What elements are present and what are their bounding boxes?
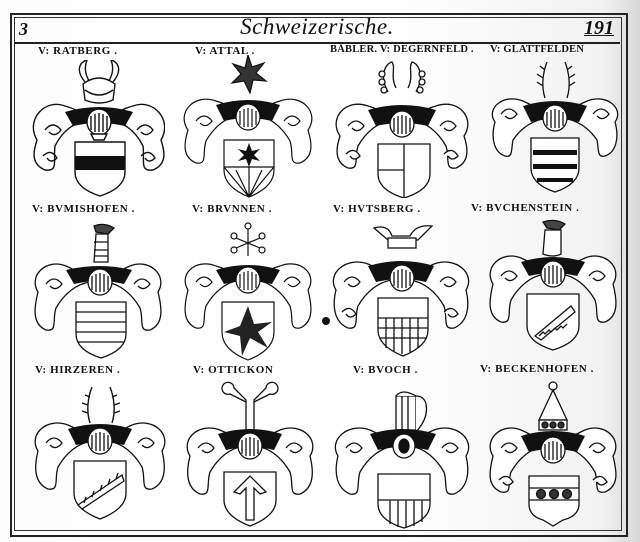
coat-of-arms-hutsberg <box>328 220 473 360</box>
page-frame-inner <box>14 17 622 531</box>
arms-label: V: GLATTFELDEN <box>490 44 585 55</box>
arms-label: V: OTTICKON <box>193 364 274 376</box>
arms-label: BÄBLER. V: DEGERNFELD . <box>330 44 474 55</box>
glattfelden-arms-icon <box>491 61 619 193</box>
arms-label: V: BVOCH . <box>353 364 418 376</box>
arms-label: V: RATBERG . <box>38 45 118 57</box>
bumishofen-arms-icon <box>34 223 162 359</box>
ratberg-arms-icon <box>32 60 165 197</box>
coat-of-arms-degernfeld <box>330 58 470 198</box>
arms-label: V: BVCHENSTEIN . <box>471 202 580 214</box>
coat-of-arms-glattfelden <box>485 58 625 198</box>
page-number: 191 <box>584 17 614 39</box>
coat-of-arms-ratberg <box>25 60 165 200</box>
page-frame-outer <box>10 13 628 537</box>
coat-of-arms-bumishofen <box>28 222 168 362</box>
coat-of-arms-ottickon <box>180 380 320 530</box>
coat-of-arms-buoch <box>330 382 475 532</box>
brunnen-arms-icon <box>184 222 312 361</box>
coat-of-arms-hirzeren <box>28 385 168 525</box>
beckenhofen-arms-icon <box>489 381 617 527</box>
column-number: 3 <box>19 19 28 39</box>
arms-label: V: ATTAL . <box>195 45 255 57</box>
coat-of-arms-attal <box>178 55 318 200</box>
coat-of-arms-buchenstein <box>483 218 623 358</box>
page-title: Schweizerische. <box>240 14 394 39</box>
ink-blot <box>322 317 330 325</box>
ottickon-arms-icon <box>186 381 314 527</box>
coat-of-arms-beckenhofen <box>483 380 623 530</box>
arms-label: V: HVTSBERG . <box>333 203 421 215</box>
arms-label: V: BRVNNEN . <box>192 203 273 215</box>
arms-label: V: BVMISHOFEN . <box>32 203 136 215</box>
coat-of-arms-brunnen <box>178 218 318 363</box>
degernfeld-arms-icon <box>335 61 469 198</box>
hutsberg-arms-icon <box>332 225 470 357</box>
page-header: 3 Schweizerische. 191 <box>14 14 620 44</box>
arms-label: V: HIRZEREN . <box>35 364 121 376</box>
attal-arms-icon <box>183 55 313 198</box>
hirzeren-arms-icon <box>34 386 166 520</box>
buchenstein-arms-icon <box>489 219 617 351</box>
arms-label: V: BECKENHOFEN . <box>480 363 595 375</box>
buoch-arms-icon <box>334 391 470 529</box>
